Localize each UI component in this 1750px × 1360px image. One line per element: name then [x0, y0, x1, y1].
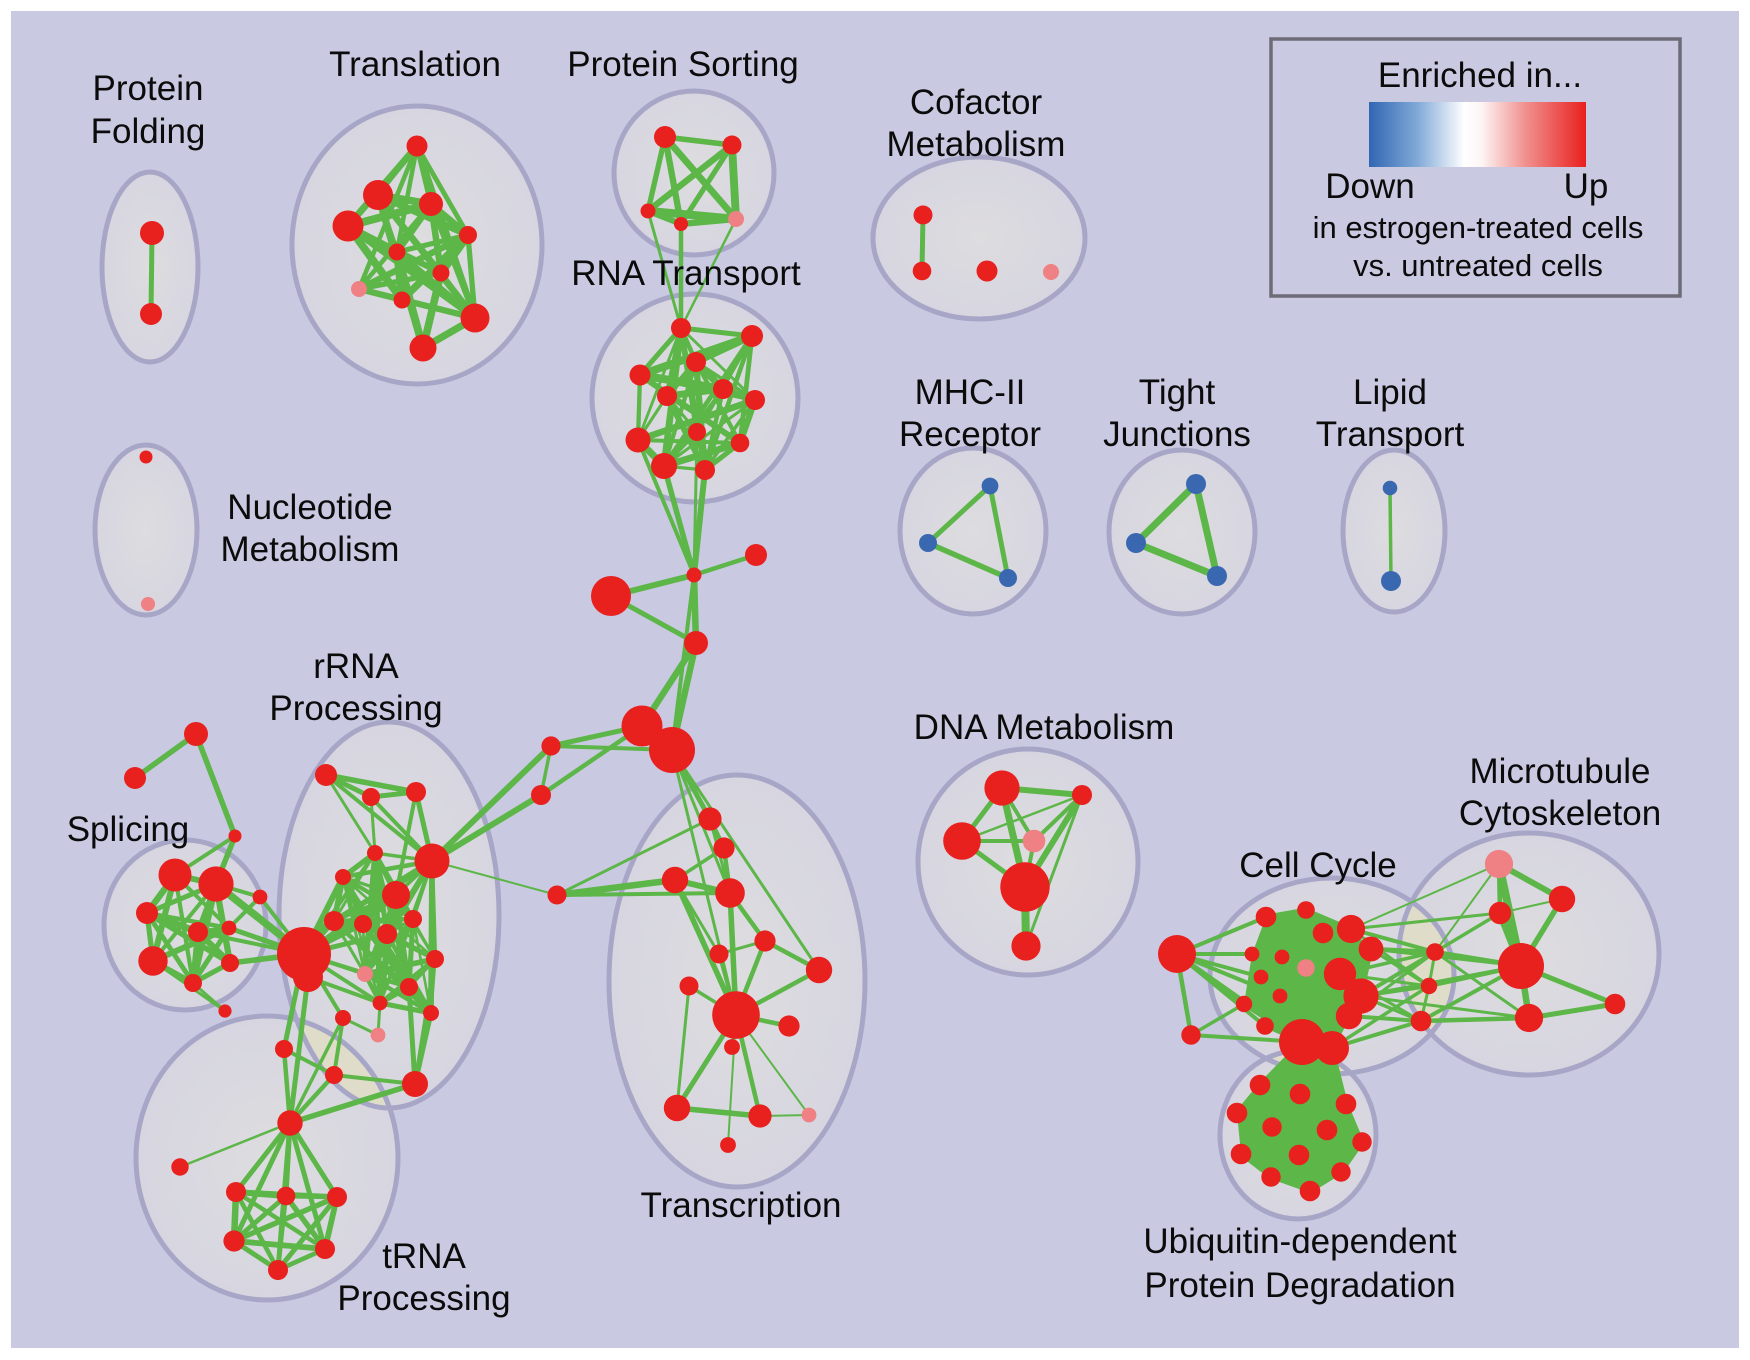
svg-text:Up: Up	[1564, 167, 1609, 206]
svg-text:Protein Degradation: Protein Degradation	[1144, 1266, 1455, 1305]
svg-text:Splicing: Splicing	[67, 810, 190, 849]
svg-text:rRNA: rRNA	[313, 647, 399, 686]
svg-text:Processing: Processing	[269, 689, 442, 728]
svg-text:Down: Down	[1325, 167, 1414, 206]
svg-text:Cofactor: Cofactor	[910, 83, 1043, 122]
svg-text:Translation: Translation	[329, 45, 501, 84]
svg-text:Nucleotide: Nucleotide	[227, 488, 392, 527]
svg-text:Processing: Processing	[337, 1279, 510, 1318]
svg-text:RNA Transport: RNA Transport	[571, 254, 801, 293]
svg-text:Ubiquitin-dependent: Ubiquitin-dependent	[1143, 1222, 1457, 1261]
svg-text:Protein Sorting: Protein Sorting	[567, 45, 799, 84]
svg-text:Junctions: Junctions	[1103, 415, 1251, 454]
svg-text:Tight: Tight	[1139, 373, 1216, 412]
svg-text:Transport: Transport	[1316, 415, 1465, 454]
svg-text:DNA Metabolism: DNA Metabolism	[914, 708, 1175, 747]
svg-text:vs. untreated cells: vs. untreated cells	[1353, 248, 1603, 283]
svg-text:Lipid: Lipid	[1353, 373, 1427, 412]
svg-text:Protein: Protein	[93, 69, 204, 108]
svg-text:Cell Cycle: Cell Cycle	[1239, 846, 1397, 885]
svg-text:tRNA: tRNA	[382, 1237, 466, 1276]
svg-text:Microtubule: Microtubule	[1470, 752, 1651, 791]
svg-text:MHC-II: MHC-II	[915, 373, 1026, 412]
svg-text:Transcription: Transcription	[641, 1186, 842, 1225]
svg-text:Enriched in...: Enriched in...	[1378, 56, 1582, 95]
svg-text:Cytoskeleton: Cytoskeleton	[1459, 794, 1661, 833]
svg-text:Metabolism: Metabolism	[887, 125, 1066, 164]
svg-text:Folding: Folding	[91, 112, 206, 151]
svg-text:in estrogen-treated cells: in estrogen-treated cells	[1313, 210, 1644, 245]
svg-text:Metabolism: Metabolism	[221, 530, 400, 569]
svg-text:Receptor: Receptor	[899, 415, 1041, 454]
